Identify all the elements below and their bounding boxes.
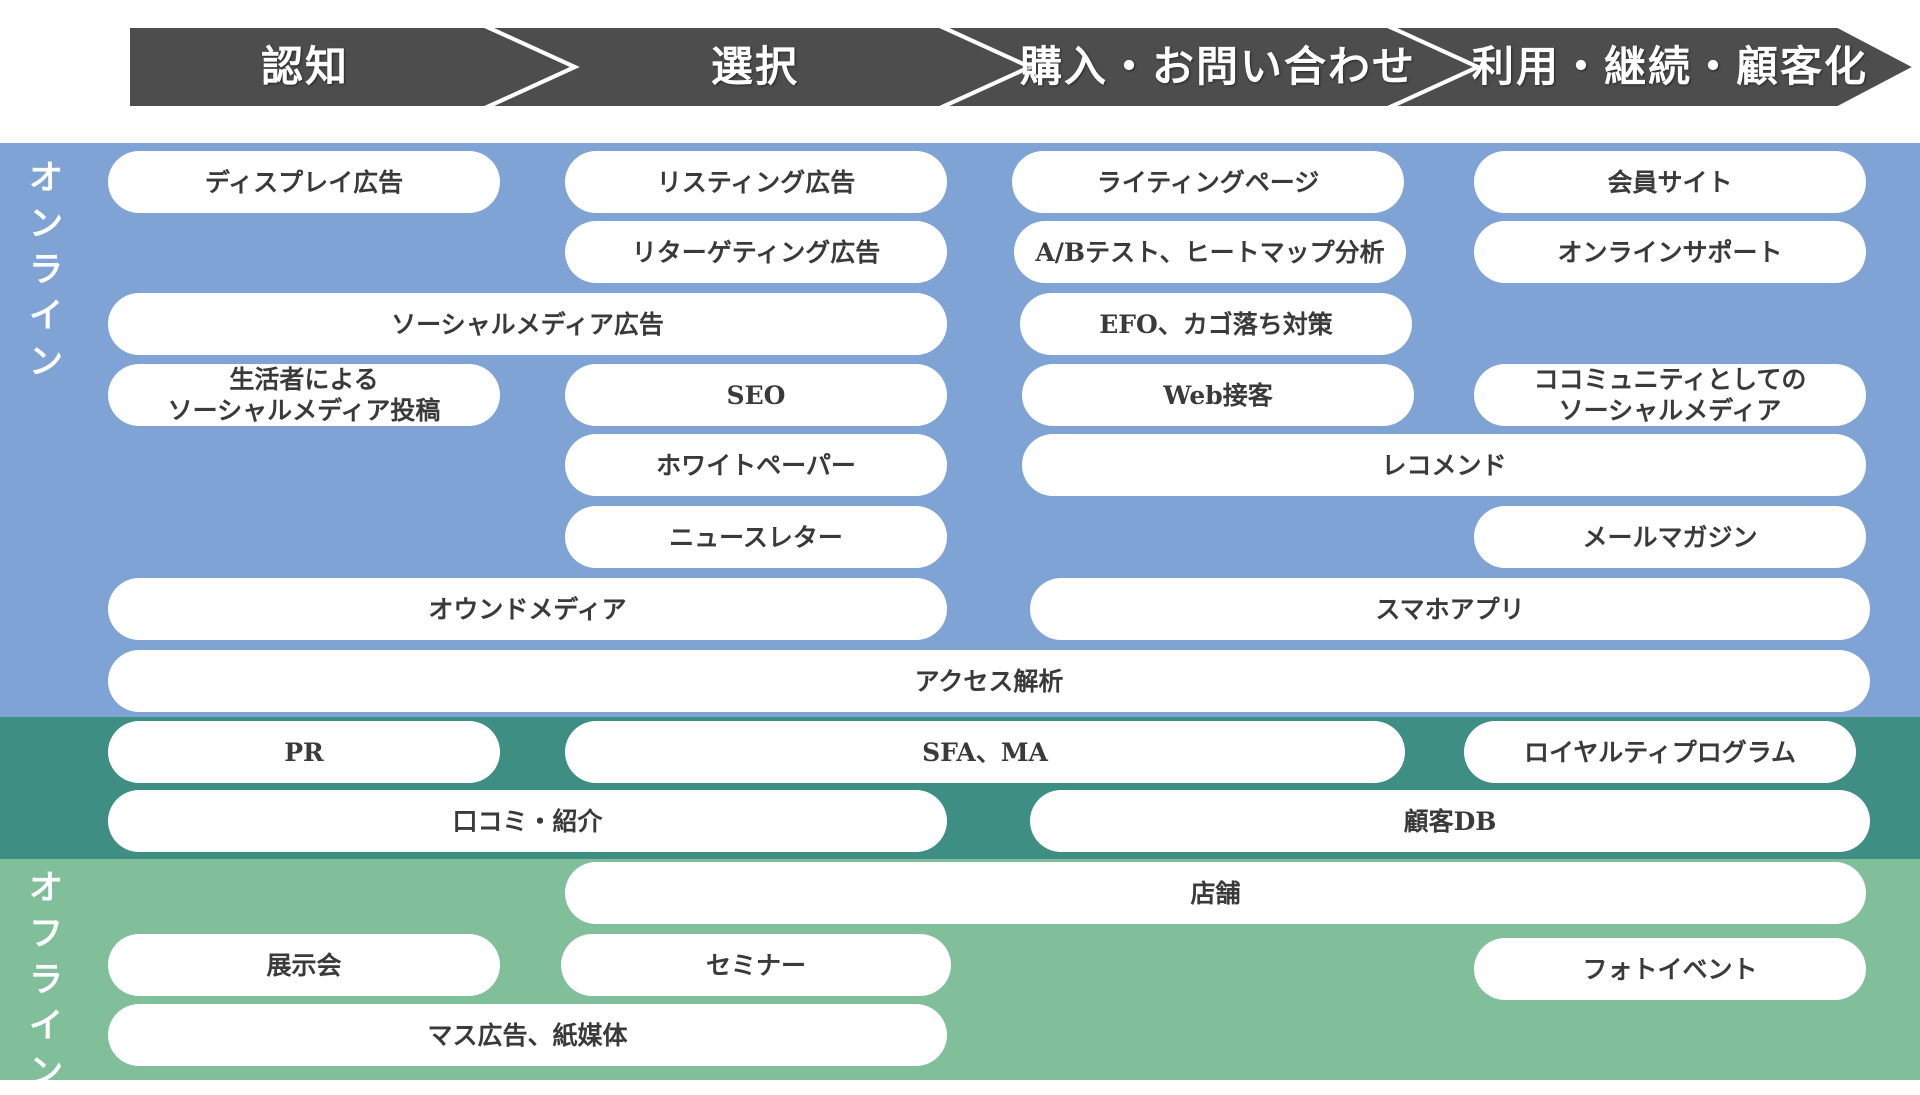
touchpoint-web-customer-service: Web接客 xyxy=(1022,364,1414,426)
phase-label-selection: 選択 xyxy=(710,42,799,91)
touchpoint-white-paper: ホワイトペーパー xyxy=(565,434,947,496)
offline-band-label: オフライン xyxy=(29,868,63,1092)
touchpoint-ab-test-heatmap: A/Bテスト、ヒートマップ分析 xyxy=(1014,221,1406,283)
phase-arrow-retention xyxy=(1387,24,1920,110)
touchpoint-owned-media: オウンドメディア xyxy=(108,578,947,640)
touchpoint-customer-db: 顧客DB xyxy=(1030,790,1870,852)
touchpoint-mass-ad-print: マス広告、紙媒体 xyxy=(108,1004,947,1066)
touchpoint-seo: SEO xyxy=(565,364,947,426)
touchpoint-community-social-media: ココミュニティとしての ソーシャルメディア xyxy=(1474,364,1866,426)
touchpoint-member-site: 会員サイト xyxy=(1474,151,1866,213)
phase-label-retention: 利用・継続・顧客化 xyxy=(1471,42,1868,91)
touchpoint-pr: PR xyxy=(108,721,500,783)
touchpoint-display-ad: ディスプレイ広告 xyxy=(108,151,500,213)
touchpoint-landing-page: ライティングページ xyxy=(1012,151,1404,213)
touchpoint-word-of-mouth: 口コミ・紹介 xyxy=(108,790,947,852)
online-band-label: オンライン xyxy=(29,158,63,382)
touchpoint-social-media-ad: ソーシャルメディア広告 xyxy=(108,293,947,355)
touchpoint-listing-ad: リスティング広告 xyxy=(565,151,947,213)
touchpoint-mail-magazine: メールマガジン xyxy=(1474,506,1866,568)
touchpoint-seminar: セミナー xyxy=(561,934,951,996)
touchpoint-exhibition: 展示会 xyxy=(108,934,500,996)
touchpoint-photo-event: フォトイベント xyxy=(1474,938,1866,1000)
touchpoint-smartphone-app: スマホアプリ xyxy=(1030,578,1870,640)
touchpoint-loyalty-program: ロイヤルティプログラム xyxy=(1464,721,1856,783)
touchpoint-store: 店舗 xyxy=(565,862,1866,924)
touchpoint-efo-cart-abandonment: EFO、カゴ落ち対策 xyxy=(1020,293,1412,355)
phase-label-awareness: 認知 xyxy=(260,42,349,91)
touchpoint-newsletter: ニュースレター xyxy=(565,506,947,568)
touchpoint-retargeting-ad: リターゲティング広告 xyxy=(565,221,947,283)
phase-label-purchase: 購入・お問い合わせ xyxy=(1020,42,1417,91)
touchpoint-access-analytics: アクセス解析 xyxy=(108,650,1870,712)
touchpoint-recommend: レコメンド xyxy=(1022,434,1866,496)
touchpoint-consumer-social-posts: 生活者による ソーシャルメディア投稿 xyxy=(108,364,500,426)
touchpoint-sfa-ma: SFA、MA xyxy=(565,721,1405,783)
touchpoint-online-support: オンラインサポート xyxy=(1474,221,1866,283)
journey-arrow-bar xyxy=(126,24,1920,110)
